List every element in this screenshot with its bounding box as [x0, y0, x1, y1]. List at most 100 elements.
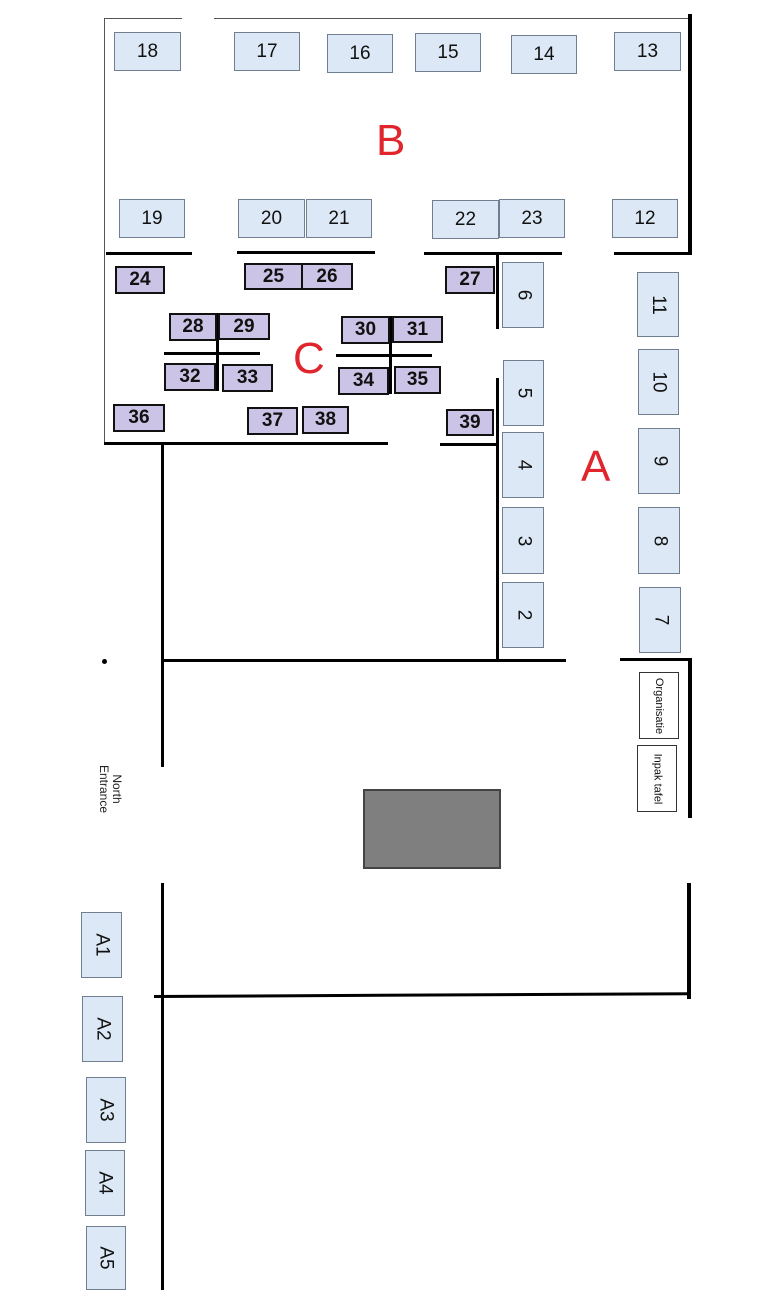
north-entrance: North Entrance — [88, 752, 128, 813]
booth-10[interactable]: 10 — [638, 349, 679, 415]
booth-17[interactable]: 17 — [234, 32, 300, 71]
courtyard-north-wall — [162, 659, 566, 662]
booth-label: 32 — [179, 366, 201, 387]
booth-33[interactable]: 33 — [222, 364, 273, 392]
booth-label: 12 — [634, 207, 656, 229]
booth-label: 37 — [261, 410, 284, 431]
booth-label: 16 — [349, 42, 371, 64]
booth-31[interactable]: 31 — [392, 316, 443, 343]
booth-label: 36 — [128, 407, 150, 428]
hall-b-top-outline — [104, 18, 182, 19]
booth-label: 4 — [512, 459, 534, 471]
hall-b-divider — [614, 252, 692, 255]
hall-c-south-wall — [104, 442, 388, 445]
booth-19[interactable]: 19 — [119, 199, 185, 238]
booth-20[interactable]: 20 — [238, 199, 305, 238]
booth-label: A1 — [91, 933, 113, 957]
booth-a2[interactable]: A2 — [82, 996, 123, 1062]
booth-18[interactable]: 18 — [114, 32, 181, 71]
booth-7[interactable]: 7 — [639, 587, 681, 653]
table-divider — [164, 352, 260, 355]
booth-a4[interactable]: A4 — [85, 1150, 125, 1216]
booth-14[interactable]: 14 — [511, 35, 577, 74]
booth-label: A4 — [95, 1171, 116, 1195]
hall-c-south-wall — [440, 443, 498, 446]
booth-label: 29 — [233, 315, 255, 337]
entrance-label: North Entrance — [97, 764, 124, 814]
booth-label: 28 — [182, 316, 204, 337]
booth-36[interactable]: 36 — [113, 404, 165, 432]
east-wall-middle — [688, 660, 692, 818]
booth-label: 39 — [459, 411, 481, 433]
booth-12[interactable]: 12 — [612, 199, 678, 238]
west-wall-upper — [161, 443, 164, 767]
zone-label-b: B — [376, 116, 406, 165]
booth-8[interactable]: 8 — [638, 507, 680, 574]
hall-b-divider — [106, 252, 192, 255]
booth-label: 11 — [647, 294, 669, 315]
booth-29[interactable]: 29 — [218, 313, 270, 340]
booth-3[interactable]: 3 — [502, 507, 544, 574]
booth-6[interactable]: 6 — [502, 262, 544, 328]
booth-a3[interactable]: A3 — [86, 1077, 126, 1143]
booth-label: 30 — [354, 319, 377, 340]
booth-35[interactable]: 35 — [394, 366, 441, 394]
corridor-divider — [496, 378, 499, 662]
booth-38[interactable]: 38 — [302, 406, 349, 434]
booth-label: 9 — [648, 455, 670, 467]
corridor-divider — [496, 253, 499, 329]
booth-4[interactable]: 4 — [502, 432, 544, 498]
booth-5[interactable]: 5 — [503, 360, 544, 426]
table-divider — [216, 313, 219, 391]
booth-a5[interactable]: A5 — [86, 1226, 126, 1290]
table-divider — [389, 316, 392, 394]
booth-9[interactable]: 9 — [638, 428, 680, 494]
booth-13[interactable]: 13 — [614, 32, 681, 71]
booth-label: 23 — [521, 207, 543, 229]
booth-label: 17 — [256, 40, 278, 62]
booth-label: 31 — [406, 318, 429, 340]
booth-27[interactable]: 27 — [445, 266, 495, 294]
booth-21[interactable]: 21 — [306, 199, 372, 238]
organisatie-table[interactable]: Organisatie — [639, 672, 679, 739]
booth-23[interactable]: 23 — [499, 199, 565, 238]
booth-label: 15 — [437, 41, 459, 63]
booth-label: 19 — [141, 207, 163, 229]
booth-label: A3 — [96, 1098, 117, 1122]
booth-label: 21 — [328, 207, 350, 229]
booth-label: 6 — [512, 289, 534, 301]
booth-32[interactable]: 32 — [164, 363, 216, 391]
booth-a1[interactable]: A1 — [81, 912, 122, 978]
booth-label: A2 — [92, 1017, 114, 1041]
booth-label: 8 — [648, 535, 670, 546]
west-wall-lower — [161, 883, 164, 1290]
inpak-label: Inpak tafel — [651, 753, 664, 804]
booth-label: 5 — [513, 387, 535, 399]
booth-label: 3 — [512, 535, 534, 546]
booth-28[interactable]: 28 — [169, 313, 217, 341]
booth-label: 24 — [129, 269, 151, 290]
booth-22[interactable]: 22 — [432, 200, 499, 239]
booth-25[interactable]: 25 — [244, 263, 303, 290]
booth-label: 22 — [454, 208, 477, 230]
hall-b-divider — [237, 251, 375, 254]
inpak-table[interactable]: Inpak tafel — [637, 745, 677, 812]
booth-30[interactable]: 30 — [341, 316, 390, 344]
booth-2[interactable]: 2 — [502, 582, 544, 648]
booth-34[interactable]: 34 — [338, 367, 389, 395]
booth-label: 18 — [136, 40, 159, 62]
booth-16[interactable]: 16 — [327, 34, 393, 73]
booth-label: 20 — [260, 207, 283, 229]
booth-39[interactable]: 39 — [446, 409, 494, 436]
booth-24[interactable]: 24 — [115, 266, 165, 294]
booth-26[interactable]: 26 — [301, 263, 353, 290]
east-wall-upper — [688, 14, 692, 254]
booth-11[interactable]: 11 — [637, 272, 679, 337]
courtyard-south-wall — [153, 992, 692, 998]
booth-37[interactable]: 37 — [247, 407, 298, 435]
booth-label: 26 — [316, 265, 338, 287]
booth-15[interactable]: 15 — [415, 33, 481, 72]
booth-label: 34 — [352, 370, 375, 391]
booth-label: 10 — [648, 371, 670, 393]
hall-b-top-outline — [214, 18, 690, 19]
